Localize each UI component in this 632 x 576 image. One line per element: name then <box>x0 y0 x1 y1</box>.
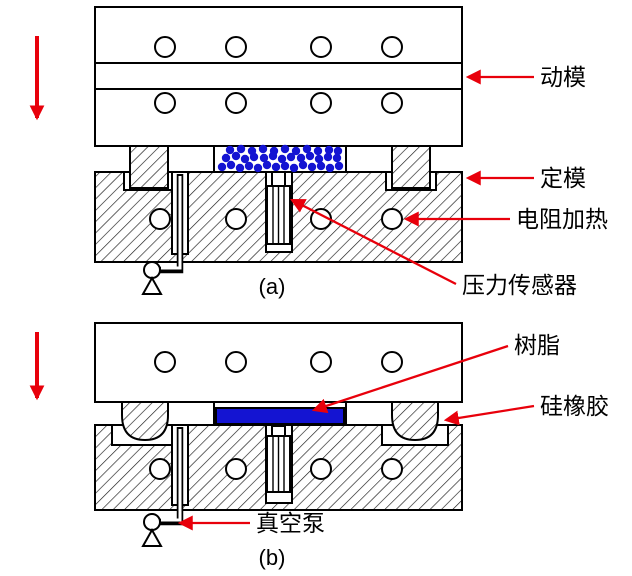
mold-hole <box>381 92 403 114</box>
guide-block-right-a <box>391 145 431 189</box>
mold-hole <box>310 351 332 373</box>
vacuum-pump-a <box>141 174 184 295</box>
resin-tray-walls-a <box>213 146 347 171</box>
pressure-sensor-pointer-arrow <box>289 198 457 286</box>
pump-symbol-circle-b <box>143 513 161 531</box>
moving-mold-a-body <box>94 6 463 147</box>
pump-symbol-triangle-a <box>141 275 163 295</box>
resistance-heater-hole <box>225 458 247 480</box>
pressure-sensor-head-b <box>271 425 286 437</box>
panel-a: 动模 定模 电阻加热 压力传感器 (a) <box>29 6 608 299</box>
caption-panel-b: (b) <box>259 545 286 570</box>
moving-mold-b-body <box>94 322 463 403</box>
pump-symbol-triangle-b <box>141 527 163 547</box>
label-moving-mold: 动模 <box>540 64 586 90</box>
resistance-heater-hole <box>310 458 332 480</box>
resistance-heater-hole <box>225 208 247 230</box>
label-resin: 树脂 <box>514 332 560 358</box>
resin-tray-walls-b <box>213 402 347 425</box>
panel-b: 树脂 硅橡胶 真空泵 (b) <box>29 322 609 570</box>
pressure-sensor-a <box>266 171 291 245</box>
mold-hole <box>154 36 176 58</box>
annotations-b: 树脂 硅橡胶 真空泵 (b) <box>29 332 609 570</box>
moving-mold-a <box>94 6 463 147</box>
label-resistance-heating: 电阻加热 <box>516 206 608 232</box>
label-vacuum-pump: 真空泵 <box>256 510 325 536</box>
pressure-sensor-head-a <box>271 171 286 187</box>
moving-mold-b <box>94 322 463 403</box>
resin-granules <box>213 144 347 173</box>
label-silicone-rubber: 硅橡胶 <box>540 393 609 419</box>
resistance-heater-hole <box>381 208 403 230</box>
resin-pointer-arrow <box>311 344 509 414</box>
guide-block-left-a <box>129 145 169 189</box>
label-pressure-sensor: 压力传感器 <box>462 272 577 298</box>
mold-hole <box>310 92 332 114</box>
pressure-sensor-ribs-b <box>272 436 285 492</box>
caption-panel-a: (a) <box>259 274 286 299</box>
mold-hole <box>154 92 176 114</box>
pressure-sensor-ribs-a <box>272 186 285 244</box>
label-fixed-mold: 定模 <box>540 165 586 191</box>
silicone-rubber-pointer-arrow <box>443 404 535 426</box>
resin-layer <box>215 407 345 425</box>
resistance-heater-hole <box>149 208 171 230</box>
mold-hole <box>225 351 247 373</box>
mold-hole <box>381 36 403 58</box>
annotations-a: 动模 定模 电阻加热 压力传感器 (a) <box>29 36 608 299</box>
mold-hole <box>154 351 176 373</box>
mold-hole <box>381 351 403 373</box>
mold-hole <box>225 92 247 114</box>
resistance-heater-hole <box>149 458 171 480</box>
silicone-rubber-seal-right <box>391 401 439 442</box>
silicone-rubber-seal-left <box>121 401 169 442</box>
mold-hole <box>225 36 247 58</box>
pressure-sensor-b <box>266 425 291 493</box>
pump-symbol-circle-a <box>143 261 161 279</box>
resistance-heater-hole <box>381 458 403 480</box>
mold-hole <box>310 36 332 58</box>
